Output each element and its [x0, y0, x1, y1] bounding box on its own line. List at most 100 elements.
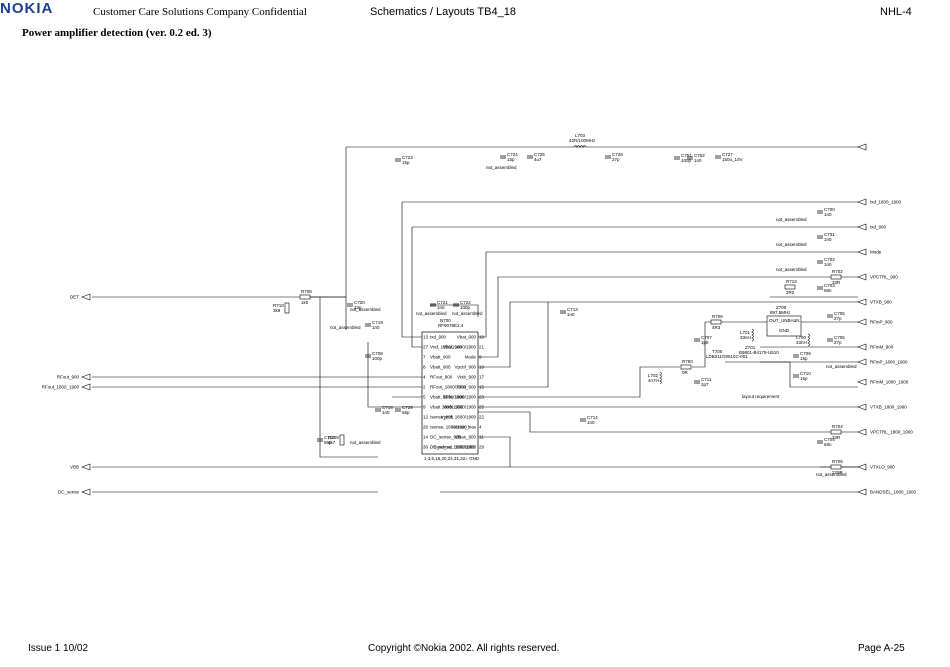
ic-part: RF9079E2.4 — [438, 323, 464, 328]
component-ref: C701 — [824, 232, 835, 237]
component-ref: C752 — [694, 153, 705, 158]
ic-pin-name: Vbias_900 — [455, 435, 477, 440]
component-ref: R705 — [832, 459, 843, 464]
not-assembled-note: not_assembled — [826, 364, 857, 369]
schematic-wires — [92, 146, 858, 493]
ic-ref: N700 — [440, 318, 451, 323]
component-value: 4R3 — [712, 325, 721, 330]
page-title: Power amplifier detection (ver. 0.2 ed. … — [22, 27, 212, 39]
not-assembled-note: not_assembled — [330, 325, 361, 330]
port-label: txd_1800_1900 — [870, 200, 902, 205]
ic-pin-name: Vbatt 1800/1900 — [430, 405, 464, 410]
ic-pin-name: Band_sel, 1800/1900 — [433, 445, 476, 450]
header-section: Schematics / Layouts TB4_18 — [370, 6, 516, 18]
ic-pin-name: Mode — [465, 355, 477, 360]
component-ref: C713 — [567, 307, 578, 312]
filter-z700-body — [766, 315, 802, 337]
component-ref: C720 — [354, 300, 365, 305]
ic-pin-number: 30 — [423, 445, 429, 450]
ic-gnd-note: 1,3,6,16,20,24,31,32= GND — [424, 456, 480, 461]
ic-pin-name: Isense_900 — [430, 415, 454, 420]
ic-pin-number: 19 — [479, 365, 485, 370]
port-label: DET — [70, 295, 79, 300]
port-label: RFout_1800_1900 — [42, 385, 80, 390]
port-arrow — [857, 273, 867, 281]
footer-copyright: Copyright ©Nokia 2002. All rights reserv… — [368, 643, 560, 654]
component-value: 27p — [834, 340, 842, 345]
header-model: NHL-4 — [880, 6, 912, 18]
component-value: 27p — [834, 316, 842, 321]
component-value: 897.5MHz — [770, 310, 791, 315]
component-value: 33nH — [796, 340, 807, 345]
component-ref: C711 — [701, 377, 712, 382]
ic-pin-number: 17 — [479, 375, 485, 380]
component-value: 0R — [682, 370, 689, 375]
not-assembled-note: not_assembled — [350, 440, 381, 445]
port-label: VBB — [70, 465, 79, 470]
component-ref: C710 — [800, 371, 811, 376]
port-label: RFinP_900 — [870, 320, 893, 325]
ic-pin-number: 7 — [423, 355, 426, 360]
ic-pin-name: RFin_900 — [456, 385, 476, 390]
ic-pin-number: 4 — [479, 425, 482, 430]
component-value: 1n0 — [567, 312, 575, 317]
not-assembled-note: not_assembled — [816, 472, 847, 477]
layout-requirement-note: layout requirement — [742, 394, 780, 399]
component-ref: R706 — [712, 314, 723, 319]
ic-pin-number: 18 — [479, 335, 485, 340]
component-value: 68n — [824, 288, 832, 293]
component-ref: C709 — [800, 351, 811, 356]
component-value: 1p8 — [701, 340, 709, 345]
component-ref: C706 — [834, 335, 845, 340]
component-ref: C729 — [402, 405, 413, 410]
ic-pin-number: 15 — [479, 385, 485, 390]
component-ref: C714 — [587, 415, 598, 420]
components: L70342R/100MHzC72315pC72415pC7254u7C7262… — [273, 133, 857, 477]
component-value: 4k7 — [328, 440, 336, 445]
component-ref: C703 — [824, 283, 835, 288]
ic-pin-name: RFin, 1800/1900 — [443, 395, 477, 400]
component-value: 56p — [324, 440, 332, 445]
component-ref: C725 — [534, 152, 545, 157]
component-ref: L703 — [575, 133, 586, 138]
component-value: 33nH — [740, 335, 751, 340]
ic-pin-name: Vbatt_900 — [430, 355, 451, 360]
ic-pin-name: Isense, 1800/1900 — [430, 425, 468, 430]
component-value: 100p — [460, 305, 471, 310]
ic-pin-number: 8 — [423, 365, 426, 370]
component-r706: R706 4R3 — [710, 314, 723, 330]
port-label: VPCTRL_900 — [870, 275, 898, 280]
port-arrow — [857, 318, 867, 326]
ic-pin-left: 7 Vbatt_900 — [423, 355, 451, 360]
ic-pin-name: Vbat_900 — [457, 335, 477, 340]
component-value: 2p7 — [701, 382, 709, 387]
component-ref: C708 — [372, 351, 383, 356]
